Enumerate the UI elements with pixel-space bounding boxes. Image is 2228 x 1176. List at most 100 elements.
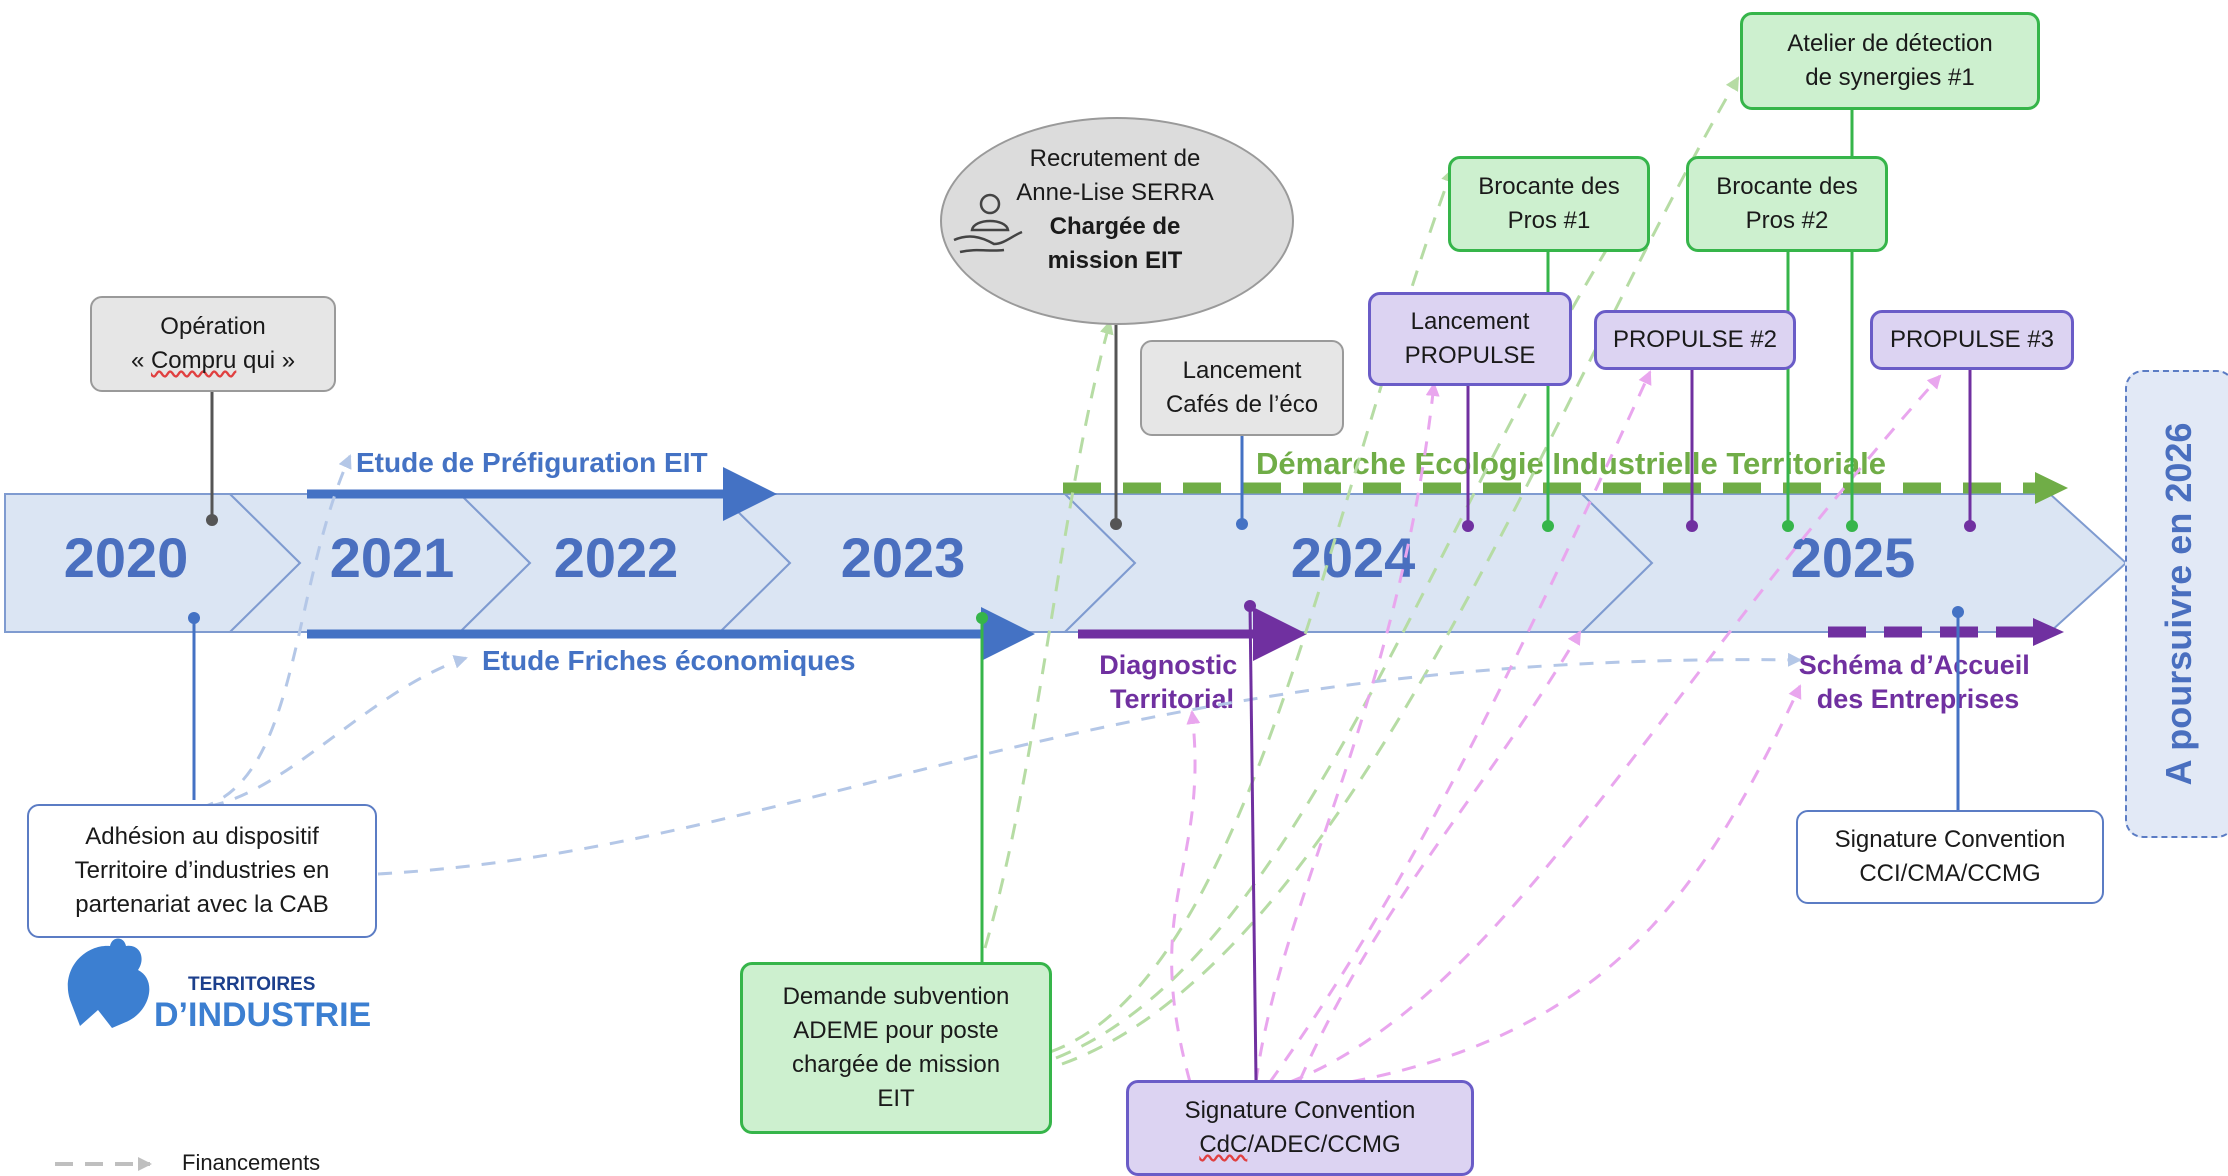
lancement-propulse-line2: PROPULSE xyxy=(1404,342,1536,369)
diagnostic-label-line1: Diagnostic xyxy=(1099,650,1237,680)
funding-link xyxy=(1268,370,1652,1083)
propulse-3-label: PROPULSE #3 xyxy=(1889,326,2055,353)
svg-text:Diagnostic Territorial: Diagnostic Territorial xyxy=(1099,650,1245,714)
signature-cdc-word: CdC xyxy=(1199,1131,1248,1158)
atelier-line2: de synergies #1 xyxy=(1805,64,1975,91)
funding-link xyxy=(1289,374,1942,1084)
funding-link xyxy=(1049,168,1455,1054)
connector-signature-cdc xyxy=(1248,605,1258,1081)
funding-link xyxy=(1298,630,1582,1081)
funding-link xyxy=(1170,710,1201,1083)
connector-dot xyxy=(206,514,218,526)
connector-dot xyxy=(188,612,200,624)
funding-link xyxy=(1061,76,1740,1066)
recrutement-line4: mission EIT xyxy=(1047,247,1183,274)
cafes-eco-box: Lancement Cafés de l’éco xyxy=(1140,340,1344,436)
brocante-2-line1: Brocante des xyxy=(1716,173,1858,200)
funding-links-cdc xyxy=(1170,370,1942,1092)
year-label-2023: 2023 xyxy=(841,526,966,589)
operation-compru-prefix: « xyxy=(130,347,151,374)
diagnostic-label-line2: Territorial xyxy=(1110,684,1234,714)
legend-label: Financements xyxy=(182,1150,320,1175)
year-label-2025: 2025 xyxy=(1791,526,1916,589)
handshake-person-icon xyxy=(953,193,1023,254)
funding-link xyxy=(377,652,1802,876)
svg-text:Schéma d’Accueil des Entre: Schéma d’Accueil des Entreprises xyxy=(1799,650,2038,714)
recrutement-line2: Anne-Lise SERRA xyxy=(1016,179,1214,206)
demarche-eit-arrowhead xyxy=(2035,472,2068,504)
signature-cci-line2: CCI/CMA/CCMG xyxy=(1859,860,2041,887)
demande-subvention-line4: EIT xyxy=(877,1085,915,1112)
operation-compru-line1: Opération xyxy=(160,313,266,340)
connector-dot xyxy=(1782,520,1794,532)
demande-subvention-box: Demande subvention ADEME pour poste char… xyxy=(740,962,1052,1134)
etude-friches-label: Etude Friches économiques xyxy=(482,645,855,676)
brocante-1-box: Brocante des Pros #1 xyxy=(1448,156,1650,252)
funding-link xyxy=(1299,684,1802,1092)
recrutement-line3: Chargée de xyxy=(1049,213,1181,240)
atelier-box: Atelier de détection de synergies #1 xyxy=(1740,12,2040,110)
year-label-2022: 2022 xyxy=(554,526,679,589)
funding-link xyxy=(1254,382,1440,1083)
connector-dot xyxy=(1542,520,1554,532)
brocante-1-line1: Brocante des xyxy=(1478,173,1620,200)
year-label-2020: 2020 xyxy=(64,526,189,589)
logo-text-line2: D’INDUSTRIE xyxy=(154,996,371,1034)
brocante-2-box: Brocante des Pros #2 xyxy=(1686,156,1888,252)
connector-dot xyxy=(1110,518,1122,530)
signature-cdc-box: Signature Convention CdC/ADEC/CCMG xyxy=(1126,1080,1474,1176)
demande-subvention-line1: Demande subvention xyxy=(782,983,1010,1010)
adhesion-line3: partenariat avec la CAB xyxy=(75,891,329,918)
connector-dot xyxy=(1952,606,1964,618)
brocante-1-line2: Pros #1 xyxy=(1507,207,1591,234)
logo-text-line1: TERRITOIRES xyxy=(188,974,315,995)
year-label-2024: 2024 xyxy=(1291,526,1416,589)
operation-compru-box: Opération « Compru qui » xyxy=(90,296,336,392)
funding-link xyxy=(209,655,468,808)
cafes-eco-line2: Cafés de l’éco xyxy=(1165,391,1319,418)
connector-dot xyxy=(1964,520,1976,532)
territoires-industrie-logo: TERRITOIRES D’INDUSTRIE xyxy=(52,938,371,1034)
demande-subvention-line3: chargée de mission xyxy=(791,1051,1001,1078)
signature-cdc-line2: CdC/ADEC/CCMG xyxy=(1199,1128,1400,1162)
lancement-propulse-line1: Lancement xyxy=(1410,308,1530,335)
etude-prefiguration-label: Etude de Préfiguration EIT xyxy=(356,447,708,478)
adhesion-line2: Territoire d’industries en xyxy=(74,857,330,884)
demarche-eit-label: Démarche Ecologie Industrielle Territori… xyxy=(1256,446,1886,481)
operation-compru-line2: « Compru qui » xyxy=(131,344,295,378)
adhesion-box: Adhésion au dispositif Territoire d’indu… xyxy=(27,804,377,938)
operation-compru-suffix: qui » xyxy=(236,347,296,374)
brocante-2-line2: Pros #2 xyxy=(1745,207,1829,234)
connector-dot xyxy=(1846,520,1858,532)
connector-dot xyxy=(1244,600,1256,612)
rooster-icon xyxy=(67,938,150,1028)
operation-compru-word: Compru xyxy=(150,347,237,374)
connector-dot xyxy=(1462,520,1474,532)
continue-2026-box xyxy=(2125,370,2228,838)
connector-dot xyxy=(976,612,988,624)
signature-cdc-suffix: /ADEC/CCMG xyxy=(1247,1131,1401,1158)
atelier-line1: Atelier de détection xyxy=(1787,30,1993,57)
connector-dot xyxy=(1686,520,1698,532)
lancement-propulse-box: Lancement PROPULSE xyxy=(1368,292,1572,386)
continue-2026-label: A poursuivre en 2026 xyxy=(2158,422,2199,786)
schema-accueil-arrowhead xyxy=(2033,618,2064,646)
propulse-2-label: PROPULSE #2 xyxy=(1612,326,1778,353)
signature-cci-box: Signature Convention CCI/CMA/CCMG xyxy=(1796,810,2104,904)
signature-cdc-line1: Signature Convention xyxy=(1184,1097,1416,1124)
connector-dot xyxy=(1236,518,1248,530)
schema-accueil-line2: des Entreprises xyxy=(1817,684,2020,714)
propulse-3-box: PROPULSE #3 xyxy=(1870,310,2074,370)
cafes-eco-line1: Lancement xyxy=(1182,357,1302,384)
recrutement-text: Recrutement de Anne-Lise SERRA Chargée d… xyxy=(990,142,1240,278)
propulse-2-box: PROPULSE #2 xyxy=(1594,310,1796,370)
timeline-band xyxy=(4,493,2128,633)
funding-link xyxy=(983,320,1114,949)
signature-cci-line1: Signature Convention xyxy=(1834,826,2066,853)
demande-subvention-line2: ADEME pour poste xyxy=(793,1017,999,1044)
adhesion-line1: Adhésion au dispositif xyxy=(85,823,319,850)
recrutement-line1: Recrutement de xyxy=(1029,145,1201,172)
year-label-2021: 2021 xyxy=(330,526,455,589)
schema-accueil-line1: Schéma d’Accueil xyxy=(1799,650,2030,680)
